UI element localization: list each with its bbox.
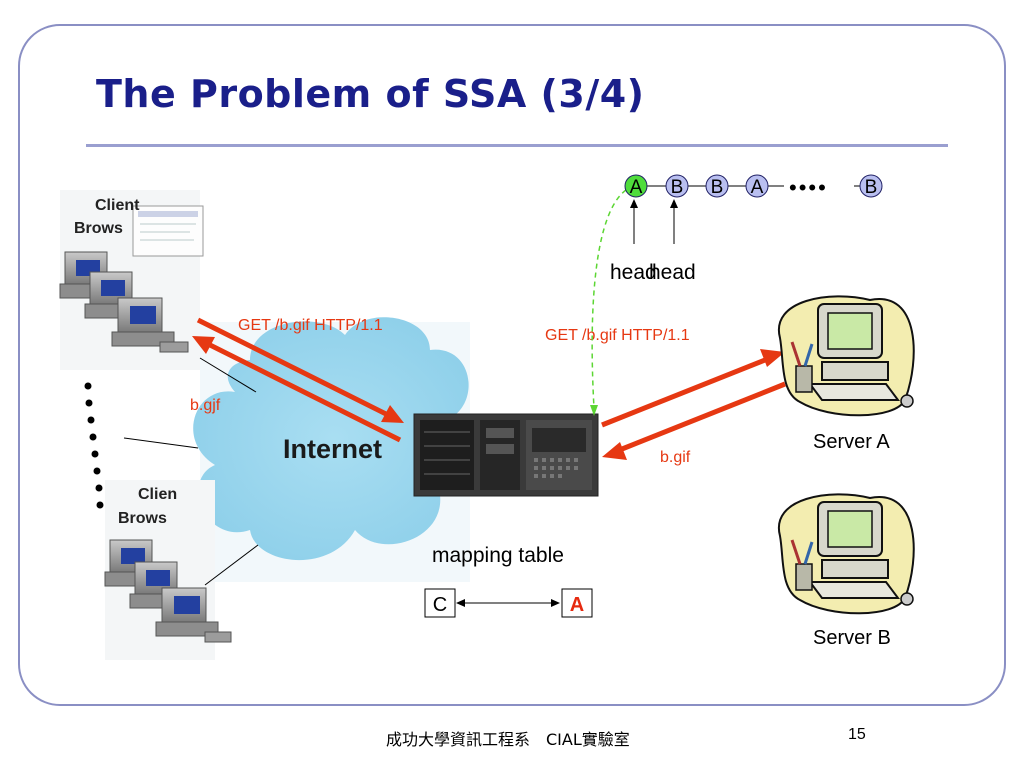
server-a-label: Server A [813, 431, 890, 453]
client-label-bottom-line1: Clien [138, 486, 177, 503]
slide-frame [18, 24, 1006, 706]
client-computers-top [59, 190, 204, 370]
request-arrow-left [196, 317, 404, 423]
queue-node-5: B [859, 174, 883, 198]
queue-node-4: A [745, 174, 769, 198]
request-label-left: GET /b.gif HTTP/1.1 [238, 317, 383, 334]
request-arrow-right [601, 349, 785, 428]
queue-node-2: B [665, 174, 689, 198]
svg-text:C: C [433, 594, 447, 616]
client-label-top-line1: Client [95, 197, 140, 214]
svg-text:A: A [751, 177, 764, 198]
svg-text:A: A [570, 594, 584, 616]
queue-node-1: A [624, 174, 648, 198]
mapping-from-box: C [424, 588, 456, 618]
response-arrow-left [192, 336, 402, 443]
internet-cloud [193, 317, 475, 582]
client-computers-bottom [104, 480, 232, 660]
queue-node-3: B [705, 174, 729, 198]
title-divider [86, 144, 948, 147]
server-b-computer [777, 493, 915, 615]
svg-text:B: B [711, 177, 724, 198]
page-number: 15 [848, 726, 866, 743]
svg-text:B: B [671, 177, 684, 198]
head-label-1: head [610, 261, 657, 284]
server-b-label: Server B [813, 627, 891, 649]
head-label-2: head [649, 261, 696, 284]
vertical-ellipsis [84, 382, 104, 509]
slide-title: The Problem of SSA (3/4) [96, 72, 645, 116]
request-label-right: GET /b.gif HTTP/1.1 [545, 327, 690, 344]
queue-ellipsis: •••• [789, 175, 828, 200]
response-label-right: b.gif [660, 449, 691, 466]
internet-label: Internet [283, 434, 382, 464]
head-pointer-2 [670, 199, 678, 244]
server-a-computer [777, 295, 915, 417]
mapping-table-label: mapping table [432, 544, 564, 567]
response-label-left: b.gjf [190, 397, 221, 414]
client-label-bottom-line2: Brows [118, 510, 167, 527]
svg-text:A: A [630, 177, 643, 198]
response-arrow-right [602, 381, 786, 460]
web-switch [413, 413, 599, 497]
footer-department: 成功大學資訊工程系 CIAL實驗室 [386, 730, 630, 749]
client-links [123, 357, 259, 586]
svg-text:B: B [865, 177, 878, 198]
head-pointer-1 [630, 199, 638, 244]
mapping-to-box: A [561, 588, 593, 618]
queue-to-switch-link [590, 189, 627, 416]
client-label-top-line2: Brows [74, 220, 123, 237]
